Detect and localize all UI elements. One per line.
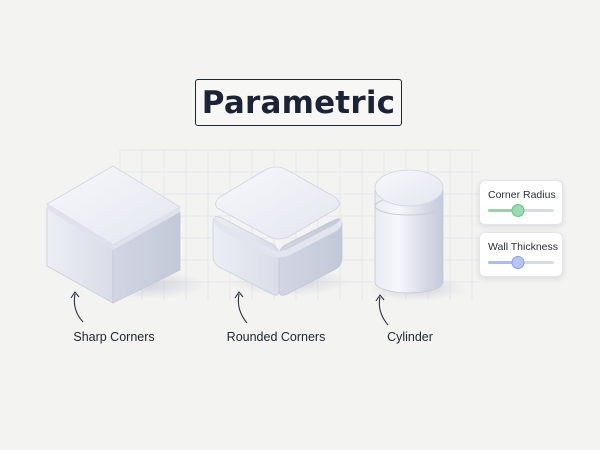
corner-radius-slider-card: Corner Radius	[479, 180, 563, 225]
wall-thickness-thumb[interactable]	[511, 256, 525, 269]
arrow-cylinder-icon	[378, 296, 389, 326]
cylinder-icon	[368, 169, 468, 301]
arrow-rounded-icon	[237, 293, 248, 324]
caption-cylinder: Cylinder	[387, 330, 433, 344]
wall-thickness-fill	[488, 261, 518, 264]
wall-thickness-track[interactable]	[488, 256, 554, 269]
wall-thickness-slider-card: Wall Thickness	[479, 232, 563, 277]
rounded-box-icon	[212, 166, 350, 296]
page-title: Parametric	[201, 84, 396, 121]
corner-radius-track[interactable]	[488, 204, 554, 217]
arrow-cylinder-head-icon	[375, 294, 385, 302]
corner-radius-thumb[interactable]	[511, 204, 525, 217]
caption-sharp-corners: Sharp Corners	[73, 330, 155, 344]
corner-radius-fill	[488, 209, 518, 212]
title-box: Parametric	[195, 79, 402, 126]
corner-radius-label: Corner Radius	[488, 189, 556, 201]
arrow-rounded-head-icon	[234, 291, 244, 299]
arrow-sharp-head-icon	[70, 291, 80, 299]
wall-thickness-label: Wall Thickness	[488, 241, 559, 253]
arrow-sharp-icon	[73, 293, 84, 323]
caption-rounded-corners: Rounded Corners	[226, 330, 326, 344]
sharp-box-icon	[46, 165, 206, 304]
